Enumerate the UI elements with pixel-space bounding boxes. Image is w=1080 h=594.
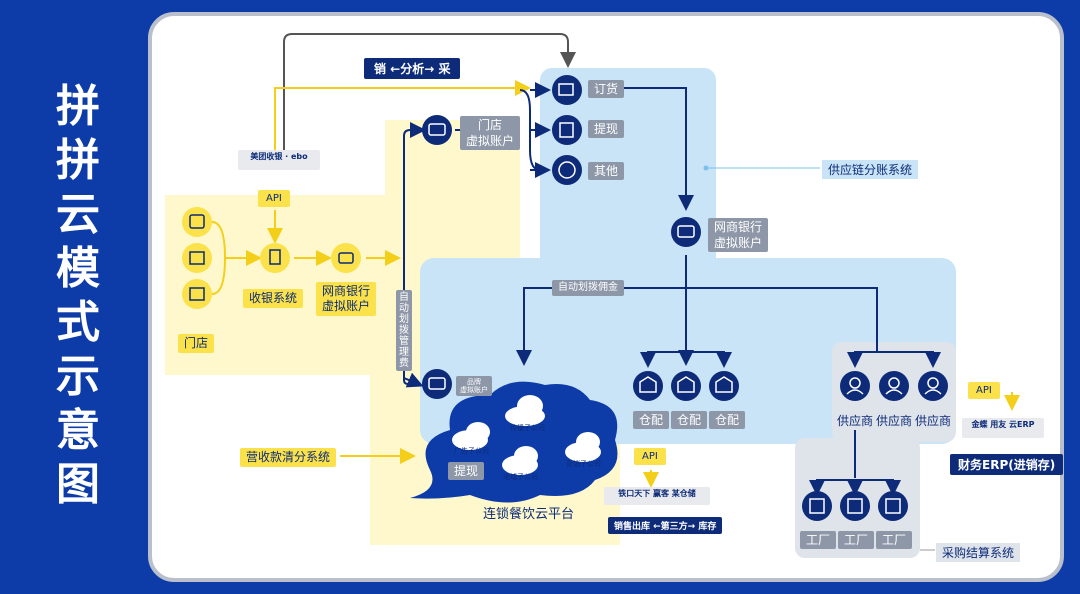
warehouse-3: 仓配 xyxy=(709,411,746,429)
pos-logo-3: ebo xyxy=(290,152,308,161)
auto-commission-label: 自动划拨佣金 xyxy=(552,280,624,296)
top-banner: 销 ←分析→ 采 xyxy=(364,58,461,79)
third-party-logos: 铁口天下 赢客 某仓储 xyxy=(604,487,710,505)
brand-virtual-account: 品牌 虚拟账户 xyxy=(456,376,492,396)
subsidiary-media: 传播子公司 xyxy=(510,424,545,432)
loop-arrow xyxy=(283,33,576,170)
supplier-2: 供应商 xyxy=(876,414,913,428)
supply-system-label: 供应链分账系统 xyxy=(822,160,919,179)
supplier-1: 供应商 xyxy=(837,414,874,428)
warehouse-2: 仓配 xyxy=(671,411,708,429)
supplier-3: 供应商 xyxy=(915,414,952,428)
factory-2: 工厂 xyxy=(838,531,875,549)
warehouse-1: 仓配 xyxy=(633,411,670,429)
factory-1: 工厂 xyxy=(800,531,837,549)
bank-account-mid: 网商银行 虚拟账户 xyxy=(708,218,769,252)
erp-logo-2: 用友 xyxy=(990,420,1007,429)
sales-flow-label: 销售出库 ←第三方→ 库存 xyxy=(608,517,723,534)
supply-region-top xyxy=(540,68,716,276)
third-logo-3: 某仓储 xyxy=(671,489,696,498)
order-label: 订货 xyxy=(588,80,625,98)
bank-account-left: 网商银行 虚拟账户 xyxy=(316,282,377,316)
erp-logos: 金蝶 用友 云ERP xyxy=(962,418,1044,438)
store-virtual-account: 门店 虚拟账户 xyxy=(460,116,521,150)
erp-logo-1: 金蝶 xyxy=(971,420,988,429)
purchase-system-label: 采购结算系统 xyxy=(936,543,1021,562)
subsidiary-ad: 广告子公司 xyxy=(454,447,489,455)
subsidiary-marketing: 营销子公司 xyxy=(566,460,601,468)
third-logo-1: 铁口天下 xyxy=(618,489,651,498)
store-label: 门店 xyxy=(178,334,215,353)
cloud-platform-label: 连锁餐饮云平台 xyxy=(477,505,581,524)
withdraw-label: 提现 xyxy=(588,120,625,138)
yellow-arrow-top xyxy=(274,80,531,170)
pos-logos: 美团收银 · ebo xyxy=(238,150,320,170)
cashier-label: 收银系统 xyxy=(243,289,304,308)
subsidiary-region: 地域子公司 xyxy=(503,473,538,481)
api-tag-pos: API xyxy=(258,190,290,207)
pos-logo-1: 美团收银 xyxy=(250,152,283,161)
revenue-system-label: 营收款清分系统 xyxy=(240,448,337,467)
cloud-withdraw-label: 提现 xyxy=(448,462,485,480)
third-logo-2: 赢客 xyxy=(653,489,669,498)
erp-label: 财务ERP(进销存) xyxy=(950,454,1064,475)
api-tag-erp: API xyxy=(968,382,1000,399)
erp-logo-3: 云ERP xyxy=(1009,420,1035,429)
auto-transfer-label: 自动划拨管理费 xyxy=(396,290,412,371)
other-label: 其他 xyxy=(588,162,625,180)
api-tag-third: API xyxy=(634,448,666,465)
factory-3: 工厂 xyxy=(876,531,913,549)
page-title: 拼拼云模式示意图 xyxy=(56,81,100,510)
